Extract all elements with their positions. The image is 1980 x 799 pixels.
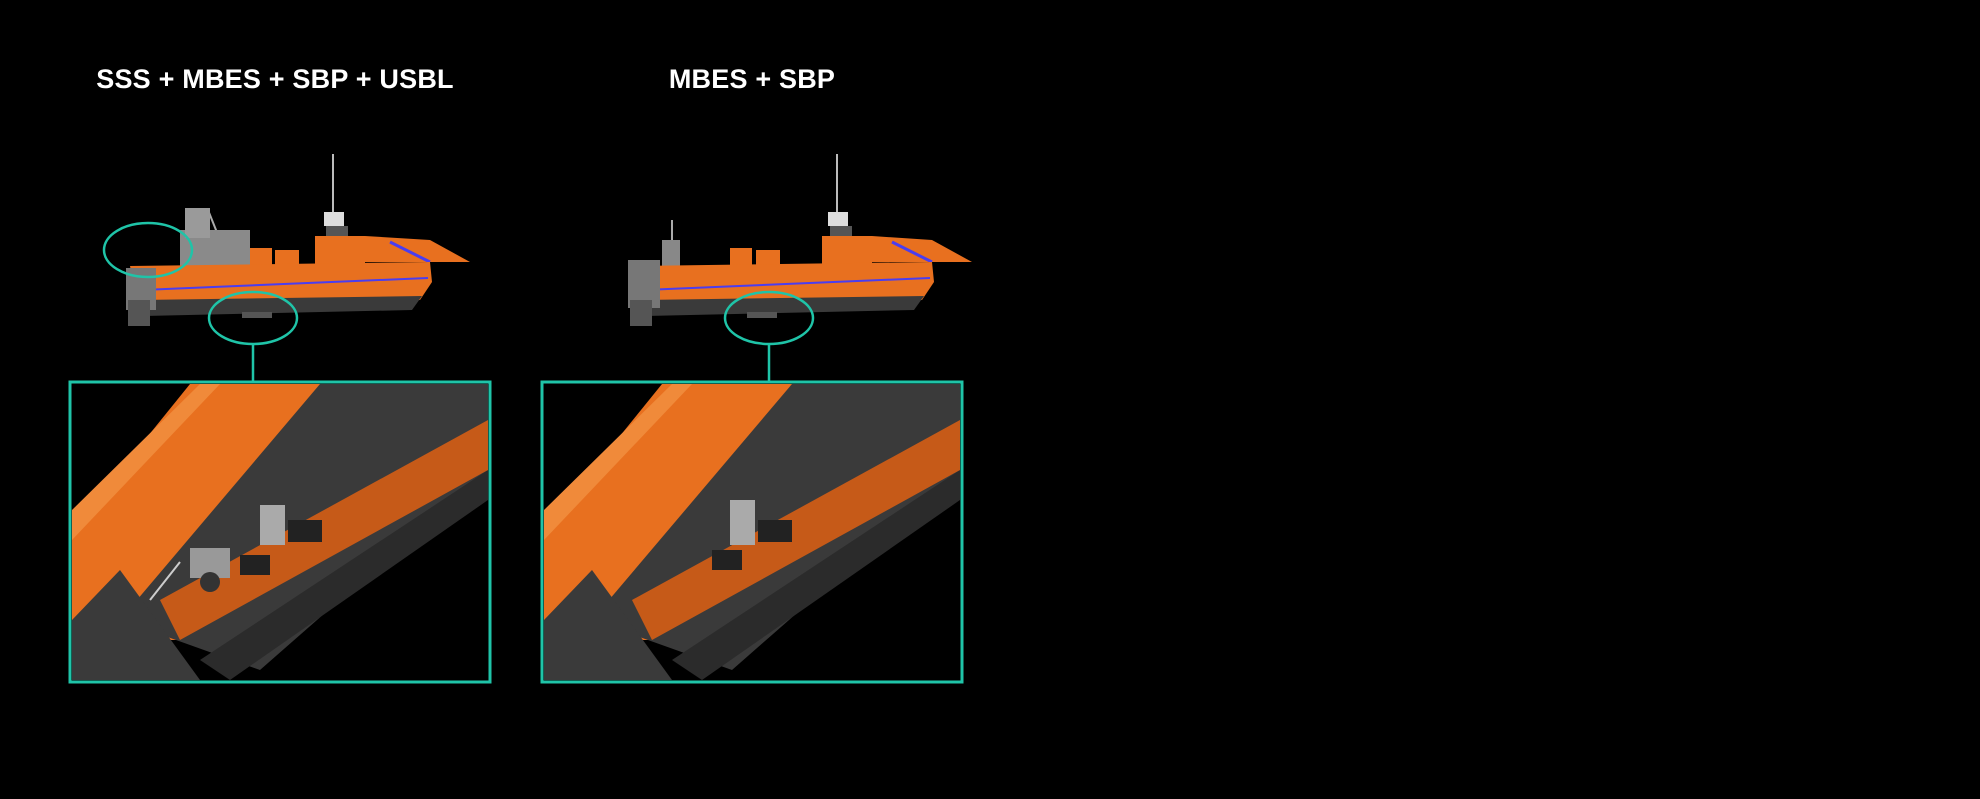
vessel-side-view-icon [628, 154, 972, 326]
closeup-frame [68, 380, 492, 684]
configuration-title: MBES + SBP [668, 64, 836, 94]
vessel-diagram [540, 154, 972, 684]
highlight-ring [102, 221, 194, 279]
sonar-closeup-icon [542, 382, 962, 682]
configuration-panel-full: SSS + MBES + SBP + USBL [60, 0, 560, 799]
vessel-side-view-icon [126, 154, 470, 326]
closeup-frame [540, 380, 964, 684]
configuration-panel-reduced: MBES + SBP [532, 0, 1032, 799]
sonar-closeup-icon [70, 382, 490, 682]
vessel-diagram [68, 154, 492, 684]
configuration-title: SSS + MBES + SBP + USBL [96, 64, 454, 94]
